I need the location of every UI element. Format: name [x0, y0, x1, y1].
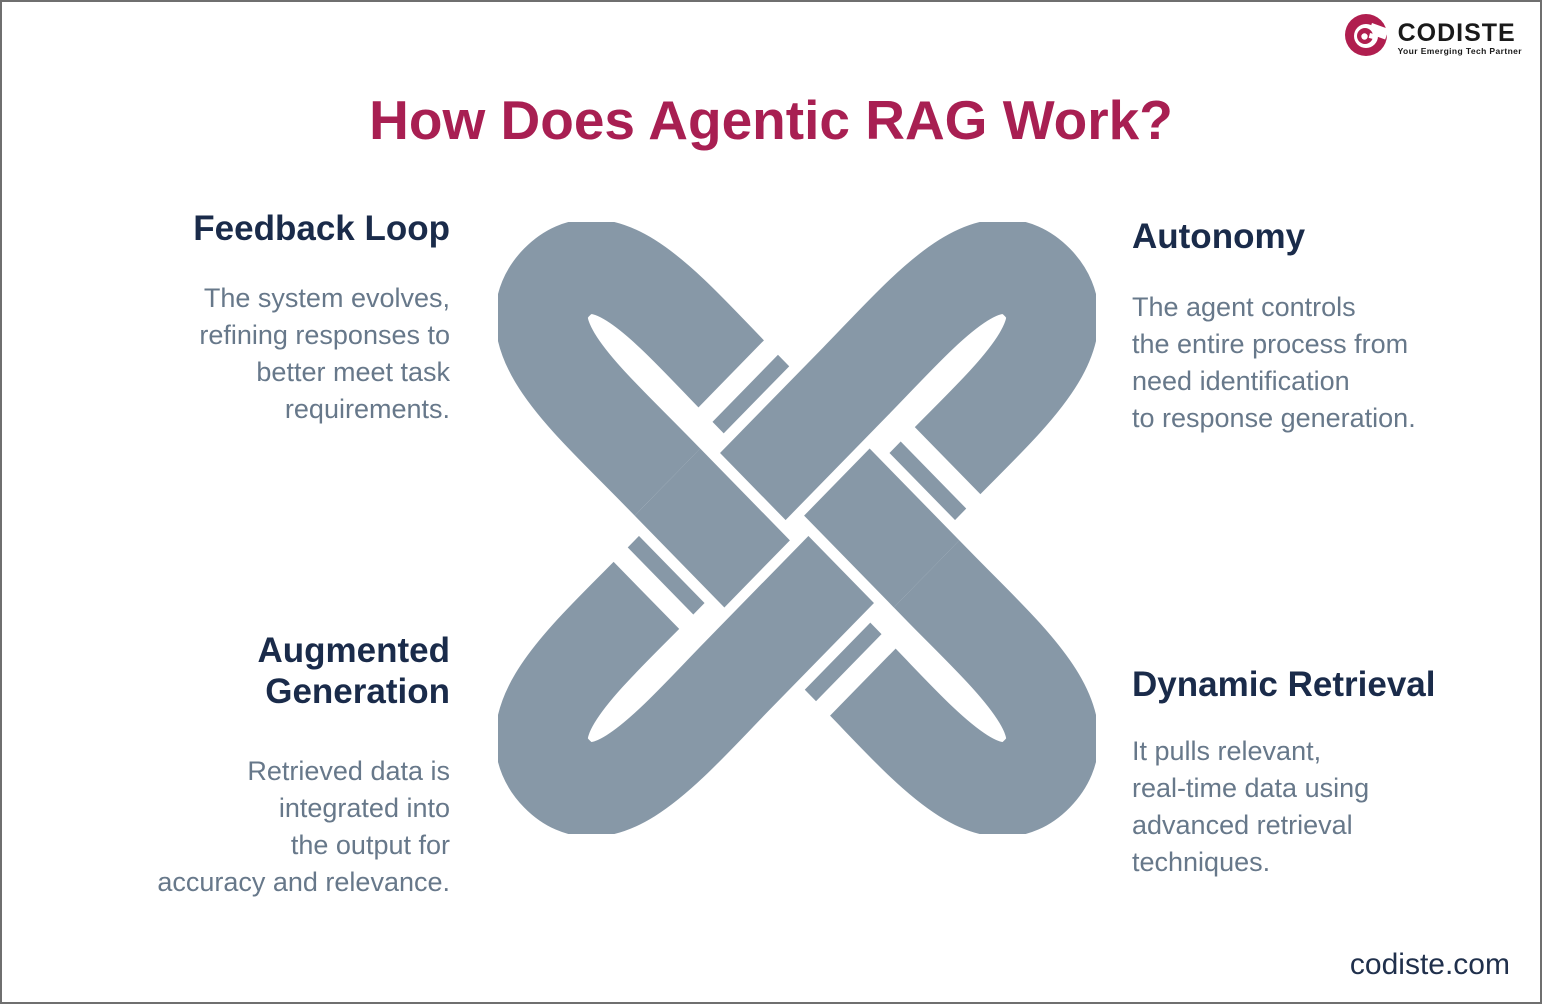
- footer-website: codiste.com: [1349, 948, 1510, 981]
- codiste-swirl-icon: [1343, 12, 1389, 63]
- knot-ring-b-casing: [484, 208, 1110, 848]
- knot-neck-gap: [809, 627, 902, 722]
- section-body: It pulls relevant, real-time data using …: [1132, 736, 1370, 877]
- section-body: Retrieved data is integrated into the ou…: [157, 756, 450, 897]
- section-body: The system evolves, refining responses t…: [199, 283, 450, 424]
- section-dynamic-retrieval: Dynamic Retrieval It pulls relevant, rea…: [1132, 664, 1532, 881]
- section-heading: Dynamic Retrieval: [1132, 665, 1436, 704]
- page-title: How Does Agentic RAG Work?: [369, 89, 1173, 151]
- section-heading: Augmented Generation: [257, 631, 451, 711]
- section-feedback-loop: Feedback Loop The system evolves, refini…: [60, 208, 450, 428]
- knot-ring-a: [495, 219, 1099, 837]
- logo-text-block: CODISTE Your Emerging Tech Partner: [1398, 20, 1522, 56]
- knot-neck-gap: [894, 420, 987, 515]
- codiste-logo: CODISTE Your Emerging Tech Partner: [1343, 12, 1522, 63]
- knot-neck-gap: [607, 541, 700, 636]
- logo-tagline: Your Emerging Tech Partner: [1397, 45, 1522, 56]
- section-body: The agent controls the entire process fr…: [1132, 292, 1416, 433]
- section-augmented-generation: Augmented Generation Retrieved data is i…: [60, 630, 450, 901]
- knot-ring-b: [495, 219, 1099, 837]
- section-heading: Feedback Loop: [193, 209, 450, 248]
- logo-brand: CODISTE: [1397, 18, 1516, 47]
- love-knot-graphic: [484, 208, 1110, 848]
- knot-neck-gap: [692, 334, 785, 429]
- section-autonomy: Autonomy The agent controls the entire p…: [1132, 216, 1532, 437]
- section-heading: Autonomy: [1132, 217, 1306, 256]
- knot-weave-over: [804, 448, 960, 608]
- knot-weave-over: [634, 448, 790, 608]
